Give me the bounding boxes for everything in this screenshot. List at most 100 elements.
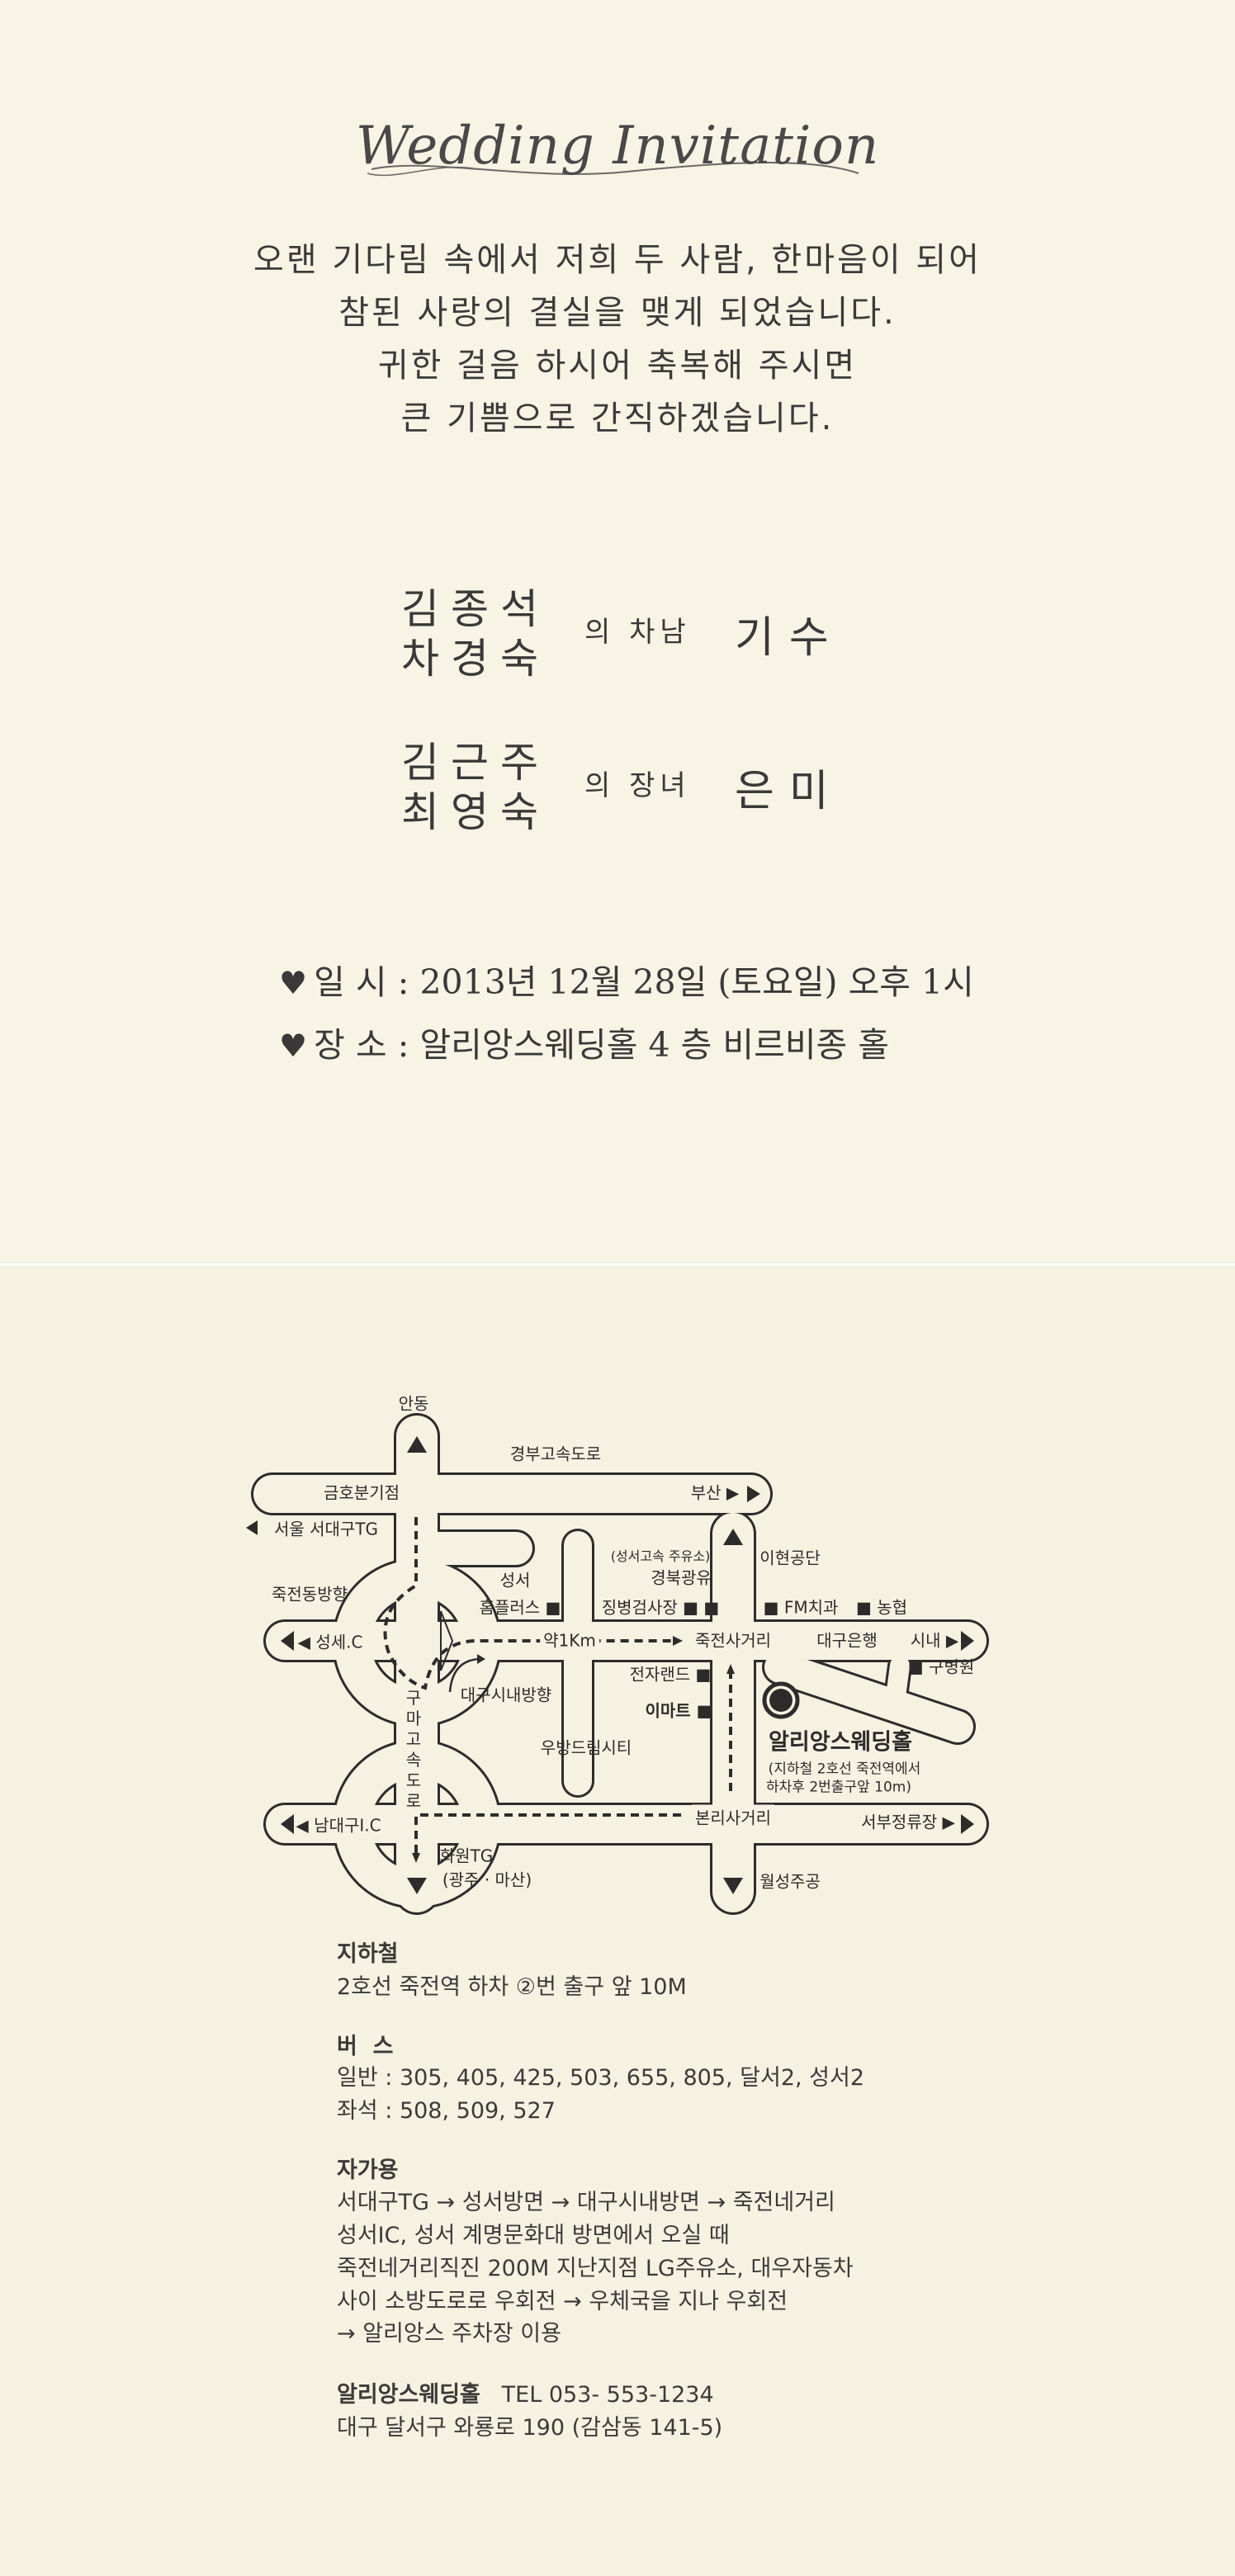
homeplus-text: 홈플러스 (479, 1597, 541, 1618)
car-heading: 자가용 (337, 2158, 399, 2183)
date-label: 일 시 : (314, 962, 420, 1002)
map-label-emart: 이마트 ■ (645, 1700, 712, 1721)
contact-tel: TEL 053- 553-1234 (501, 2382, 714, 2408)
groom-relation: 의 차남 (584, 616, 691, 649)
map-label-downtown-direction: 대구시내방향 (460, 1685, 552, 1705)
groom-mother: 차경숙 (401, 635, 550, 683)
page-title: Wedding Invitation (355, 116, 880, 177)
map-label-wolseong: 월성주공 (759, 1871, 821, 1892)
arrow-left-icon (246, 1520, 258, 1535)
arrow-left-icon (281, 1814, 294, 1834)
greeting-line: 참된 사랑의 결실을 맺게 되었습니다. (338, 294, 897, 332)
fold-line (0, 1262, 1235, 1266)
map-label-expressway: 경부고속도로 (509, 1444, 602, 1464)
arrow-right-icon (961, 1631, 974, 1651)
nonghyup-text: 농협 (877, 1597, 908, 1618)
map-label-busan: 부산 ▶ (690, 1482, 740, 1503)
map-label-daegu-bank: 대구은행 (816, 1630, 878, 1651)
greeting-line: 오랜 기다림 속에서 저희 두 사람, 한마음이 되어 (253, 241, 982, 279)
map-label-gu-hospital: ■ 구병원 (907, 1657, 975, 1677)
guma-char: 구 (405, 1688, 422, 1708)
map-label-distance: 약1Km (540, 1627, 599, 1652)
arrow-right-icon: ▶ (945, 1630, 959, 1651)
route-arrowheads (412, 1636, 735, 1863)
arrowhead-icon (477, 1654, 485, 1664)
arrow-left-icon (281, 1631, 294, 1651)
bus-seat: 좌석 : 508, 509, 527 (337, 2098, 556, 2124)
map-label-andong: 안동 (398, 1393, 429, 1414)
map-label-nonghyup: ■ 농협 (855, 1597, 908, 1618)
car-line: → 알리앙스 주차장 이용 (337, 2321, 561, 2347)
groom-father: 김종석 (401, 585, 550, 633)
map-label-seobu: 서부정류장 ▶ (861, 1812, 955, 1832)
car-line: 죽전네거리직진 200M 지난지점 LG주유소, 대우자동차 (337, 2256, 854, 2281)
car-line: 성서IC, 성서 계명문화대 방면에서 오실 때 (337, 2223, 730, 2248)
bride-father: 김근주 (401, 739, 550, 787)
car-line: 서대구TG → 성서방면 → 대구시내방면 → 죽전네거리 (337, 2190, 835, 2215)
venue-label: 장 소 : (314, 1025, 420, 1065)
map-label-electroland: 전자랜드 ■ (629, 1664, 712, 1685)
map-label-geumho: 금호분기점 (324, 1482, 400, 1503)
merge-triangle-icon (440, 1610, 454, 1671)
curved-arrow-icon (448, 1657, 480, 1693)
arrow-up-icon (407, 1436, 427, 1453)
subway-text: 2호선 죽전역 하차 ②번 출구 앞 10M (337, 1974, 687, 2000)
arrow-right-icon (747, 1486, 760, 1502)
greeting-line: 큰 기쁨으로 간직하겠습니다. (400, 399, 835, 437)
venue-row: ♥장 소 : 알리앙스웨딩홀 4 층 비르비종 홀 (279, 1017, 889, 1066)
gu-hospital-text: 구병원 (929, 1657, 975, 1677)
map-label-homeplus: 홈플러스 ■ (479, 1597, 561, 1618)
map-label-hwawon: 화원TG (439, 1846, 494, 1866)
bus-general: 일반 : 305, 405, 425, 503, 655, 805, 달서2, … (337, 2065, 865, 2091)
contact-row: 알리앙스웨딩홀 TEL 053- 553-1234 (337, 2376, 714, 2408)
map-label-ihyeon: 이현공단 (759, 1548, 821, 1568)
arrow-up-icon (723, 1529, 743, 1545)
address: 대구 달서구 와룡로 190 (감삼동 141-5) (337, 2415, 723, 2441)
arrow-left-icon: ◀ (297, 1632, 316, 1652)
emart-text: 이마트 (645, 1700, 691, 1721)
contact-name: 알리앙스웨딩홀 (337, 2382, 480, 2408)
bride-relation: 의 장녀 (584, 769, 691, 802)
map-label-fm-dental: ■ FM치과 (763, 1597, 839, 1618)
map-label-venue: 알리앙스웨딩홀 (769, 1729, 912, 1756)
bride-name: 은미 (735, 767, 844, 816)
map-label-jukjeon-direction: 죽전동방향 (272, 1584, 348, 1605)
arrow-right-icon: ▶ (726, 1482, 740, 1503)
map-label-guma-expressway: 구 마 고 속 도 로 (405, 1688, 422, 1812)
arrow-right-icon (961, 1814, 974, 1834)
greeting-line: 귀한 걸음 하시어 축복해 주시면 (377, 347, 858, 385)
date-row: ♥일 시 : 2013년 12월 28일 (토요일) 오후 1시 (279, 954, 974, 1004)
map-label-gas-station: (성서고속 주유소) (610, 1548, 711, 1564)
guma-char: 속 (405, 1750, 422, 1770)
map-label-hwawon-note: (광주 · 마산) (442, 1869, 532, 1890)
subway-heading: 지하철 (337, 1941, 399, 1967)
map-label-venue-note: (지하철 2호선 죽전역에서 (768, 1761, 921, 1778)
map-label-gyeongbuk: 경북광유 (651, 1567, 712, 1588)
map-label-byeongmu: 징병검사장 ■ ■ (601, 1597, 720, 1618)
guma-char: 로 (405, 1791, 422, 1811)
groom-name: 기수 (735, 613, 844, 663)
map-label-jukjeon-cross: 죽전사거리 (695, 1630, 771, 1651)
map-label-seongseo-ic: ◀ 성세.C (297, 1632, 363, 1652)
invitation-front (0, 0, 1235, 1263)
heart-icon: ♥ (279, 1028, 308, 1064)
route-dashes (383, 1517, 732, 1853)
map-label-woobang: 우방드림시티 (540, 1737, 632, 1758)
arrow-down-icon (407, 1878, 427, 1894)
fm-dental-text: FM치과 (783, 1597, 839, 1618)
byeongmu-text: 징병검사장 (601, 1597, 678, 1618)
guma-char: 도 (405, 1770, 422, 1790)
map-label-seongseo: 성서 (499, 1570, 531, 1591)
electroland-text: 전자랜드 (629, 1664, 691, 1685)
map-label-venue-note: 하차후 2번출구앞 10m) (766, 1779, 911, 1796)
car-line: 사이 소방도로로 우회전 → 우체국을 지나 우회전 (337, 2289, 788, 2314)
heart-icon: ♥ (279, 965, 308, 1001)
date-value: 2013년 12월 28일 (토요일) 오후 1시 (419, 962, 974, 1002)
bus-heading: 버 스 (337, 2034, 394, 2059)
venue-value: 알리앙스웨딩홀 4 층 비르비종 홀 (419, 1025, 890, 1065)
arrow-right-icon: ▶ (942, 1812, 955, 1832)
map-label-downtown: 시내 ▶ (910, 1630, 959, 1651)
arrow-left-icon: ◀ (296, 1815, 315, 1836)
guma-char: 고 (405, 1729, 422, 1749)
title-flourish-icon (367, 161, 859, 177)
